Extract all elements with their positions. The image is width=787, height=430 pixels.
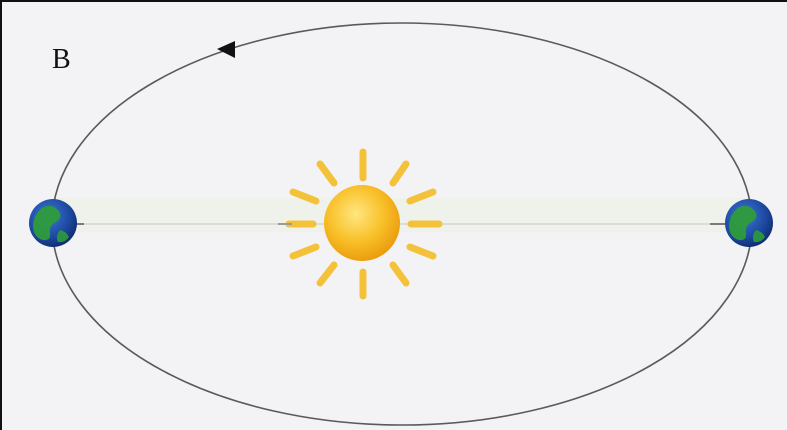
panel-label: B [52, 46, 71, 74]
sun-icon [278, 152, 439, 296]
orbit-direction-arrow [217, 41, 235, 58]
center-band [52, 198, 752, 232]
